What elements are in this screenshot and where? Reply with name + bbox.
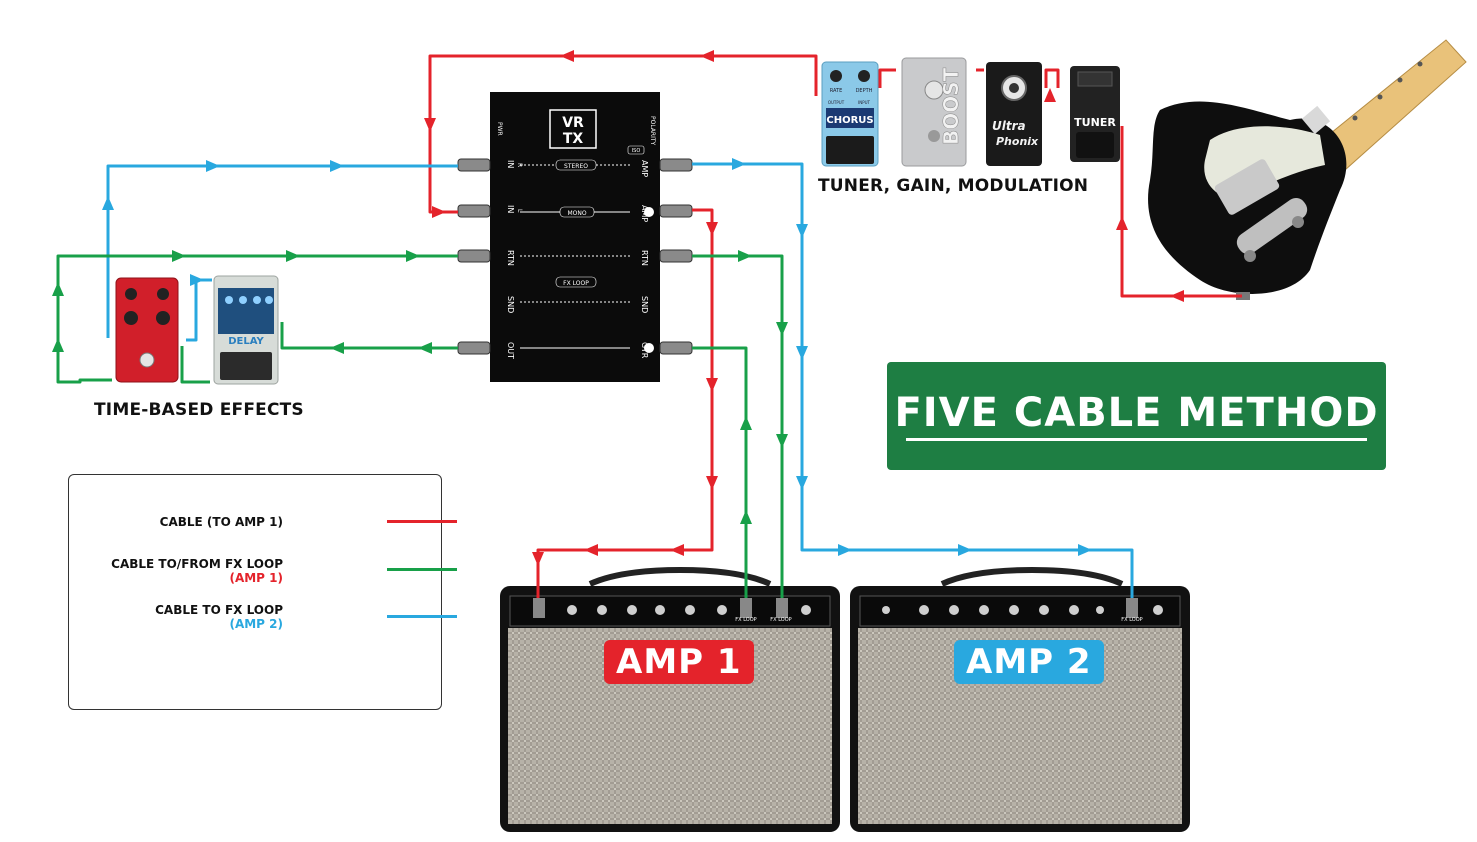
page-title: FIVE CABLE METHOD (894, 390, 1379, 436)
cable-amp1-snd-to-vrtx-gtr (692, 346, 748, 598)
svg-text:ISO: ISO (632, 148, 641, 154)
time-based-caption: TIME-BASED EFFECTS (94, 400, 304, 420)
svg-text:DEPTH: DEPTH (856, 88, 873, 94)
svg-text:INPUT: INPUT (858, 100, 871, 105)
svg-text:SND: SND (640, 296, 649, 313)
legend-green-label: CABLE TO/FROM FX LOOP (AMP 1) (111, 557, 283, 585)
ultraphonix-pedal: Ultra Phonix (986, 62, 1042, 166)
amp-1: FX LOOP FX LOOP (500, 566, 840, 832)
svg-text:RTN: RTN (640, 250, 649, 266)
vrtx-logo: VR (562, 115, 584, 131)
tuner-label: TUNER (1074, 116, 1116, 129)
cable-guitar-to-tuner (1120, 126, 1242, 298)
svg-text:RATE: RATE (830, 88, 843, 94)
boost-label: BOOST (939, 67, 963, 145)
direction-arrows (52, 50, 1184, 566)
cable-red-blue-link (186, 278, 212, 342)
svg-text:RTN: RTN (506, 250, 515, 266)
svg-text:MONO: MONO (567, 210, 586, 217)
svg-text:FX LOOP: FX LOOP (770, 617, 791, 623)
legend-blue-line (387, 615, 457, 618)
chorus-label: CHORUS (826, 115, 873, 126)
tuner-pedal: TUNER (1070, 66, 1120, 162)
front-chain-caption: TUNER, GAIN, MODULATION (818, 176, 1089, 196)
cable-pedal-link (180, 346, 210, 384)
svg-text:L: L (516, 209, 523, 213)
svg-text:OUTPUT: OUTPUT (828, 100, 845, 105)
svg-text:AMP: AMP (640, 160, 649, 177)
svg-text:GTR: GTR (640, 342, 649, 359)
amp1-label: AMP 1 (604, 640, 754, 684)
svg-text:IN: IN (506, 160, 515, 168)
amp-2: FX LOOP (850, 566, 1190, 832)
legend-red-label: CABLE (TO AMP 1) (159, 515, 283, 529)
cable-pedal-jumpers (878, 68, 1060, 88)
boost-pedal: BOOST (901, 57, 967, 167)
legend-green-line (387, 568, 457, 571)
svg-text:FX LOOP: FX LOOP (735, 617, 756, 623)
amp2-label: AMP 2 (954, 640, 1104, 684)
svg-text:R: R (516, 163, 523, 167)
legend-blue-label: CABLE TO FX LOOP (AMP 2) (155, 603, 283, 631)
delay-label: DELAY (228, 336, 264, 347)
svg-text:STEREO: STEREO (564, 163, 588, 170)
svg-text:SND: SND (506, 296, 515, 313)
svg-text:POLARITY: POLARITY (649, 116, 656, 146)
svg-text:PWR: PWR (496, 122, 503, 136)
title-underline (906, 438, 1367, 441)
svg-text:FX LOOP: FX LOOP (1121, 617, 1142, 623)
legend-red-line (387, 520, 457, 523)
cable-vrtx-iso-to-amp2 (692, 162, 1134, 598)
svg-text:TX: TX (563, 131, 584, 147)
vrtx-unit: VR TX POLARITY PWR ISO STEREO MONO FX LO… (457, 92, 693, 382)
guitar (1148, 39, 1467, 300)
svg-text:FX LOOP: FX LOOP (563, 280, 589, 287)
red-delay-pedal (115, 277, 179, 383)
svg-text:Phonix: Phonix (996, 135, 1039, 148)
cable-vrtx-rtn-to-amp1 (692, 254, 784, 598)
title-banner: FIVE CABLE METHOD (887, 362, 1386, 470)
cable-vrtx-rtn-to-pedals (56, 254, 458, 384)
ultra-label: Ultra (992, 119, 1026, 133)
delay-pedal: DELAY (213, 275, 279, 385)
cable-pedals-to-vrtx-out (280, 322, 458, 350)
legend: CABLE (TO AMP 1) CABLE TO/FROM FX LOOP (… (68, 474, 457, 710)
svg-text:IN: IN (506, 205, 515, 213)
svg-text:OUT: OUT (506, 342, 515, 359)
chorus-pedal: CHORUS RATE DEPTH OUTPUT INPUT (821, 61, 879, 167)
